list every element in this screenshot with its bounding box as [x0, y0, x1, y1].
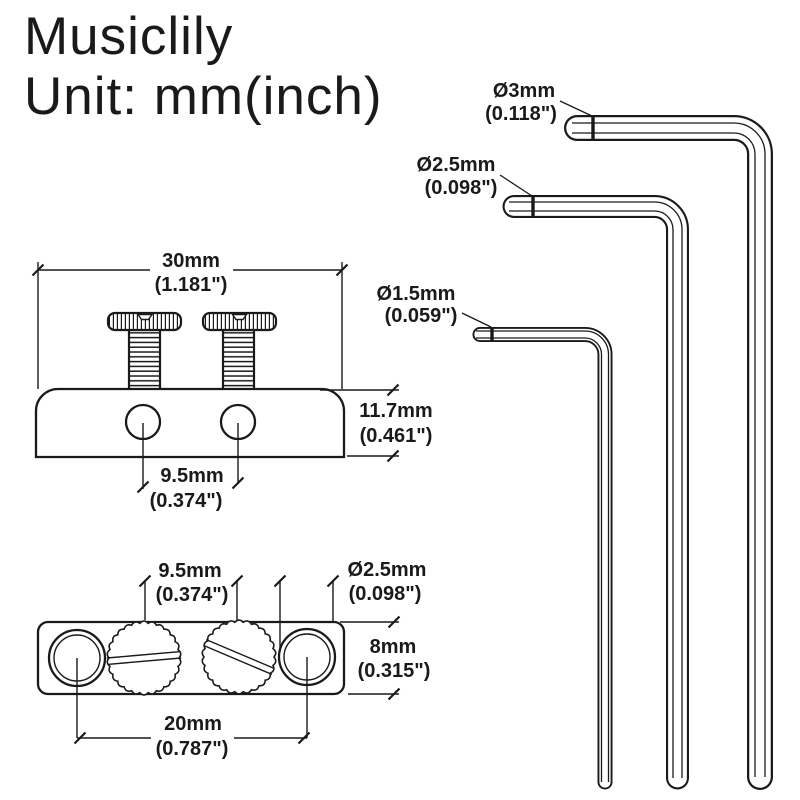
- dimension-screw-spacing-top: 9.5mm (0.374"): [138, 560, 244, 621]
- hex-wrench-3mm: Ø3mm (0.118"): [485, 80, 773, 790]
- screw-slot-notch: [136, 313, 154, 321]
- front-view: 30mm (1.181") 11.7mm (0.461") 9.5mm (0.3…: [31, 250, 433, 512]
- wrench-label-mm: Ø2.5mm: [417, 154, 496, 176]
- dim-label-mm: 11.7mm: [359, 400, 432, 422]
- screw-shaft: [221, 327, 256, 392]
- dim-label-inch: (0.098"): [349, 583, 422, 605]
- dim-label-mm: 8mm: [370, 636, 417, 658]
- wrench-label-mm: Ø3mm: [493, 80, 555, 102]
- hex-wrench-1-5mm: Ø1.5mm (0.059"): [377, 283, 613, 790]
- screw-head: [201, 311, 278, 332]
- screw-slot: [106, 650, 182, 666]
- wrench-label-inch: (0.098"): [425, 177, 498, 199]
- dim-label-mm: Ø2.5mm: [348, 559, 427, 581]
- hex-facet-lines: [509, 201, 683, 778]
- dimension-hole-diameter: Ø2.5mm (0.098"): [273, 559, 427, 649]
- hex-facet-lines: [572, 122, 766, 777]
- dimension-hole-spacing: 9.5mm (0.374"): [136, 423, 245, 512]
- dim-label-inch: (0.315"): [358, 660, 431, 682]
- dim-label-inch: (0.787"): [156, 738, 229, 760]
- dim-label-mm: 30mm: [162, 250, 220, 272]
- unit-note: Unit: mm(inch): [24, 67, 383, 126]
- wrench-label-inch: (0.118"): [485, 103, 557, 125]
- dim-label-inch: (0.461"): [360, 425, 433, 447]
- title-block: Musiclily Unit: mm(inch): [24, 7, 383, 126]
- knurled-head: [201, 619, 277, 695]
- dimension-depth: 8mm (0.315"): [340, 615, 431, 701]
- dim-label-mm: 20mm: [164, 713, 222, 735]
- thumbscrew-left-front: [106, 311, 183, 392]
- screw-shaft: [127, 327, 162, 392]
- knurled-screw-left-top: [106, 620, 182, 696]
- dim-label-inch: (0.374"): [156, 584, 229, 606]
- hex-facet-lines: [476, 330, 610, 782]
- dimension-width: 30mm (1.181"): [31, 250, 349, 389]
- wrench-silhouette: [472, 327, 613, 790]
- wrench-silhouette: [502, 195, 689, 790]
- leader-line: [461, 312, 492, 328]
- leader-line: [559, 100, 593, 117]
- top-view: 9.5mm (0.374") Ø2.5mm (0.098") 8mm (0.31…: [36, 559, 431, 760]
- thumbscrew-right-front: [201, 311, 278, 392]
- screw-slot: [203, 638, 275, 676]
- knurled-head: [106, 620, 182, 696]
- retainer-body-front: [34, 387, 346, 459]
- dim-label-mm: 9.5mm: [160, 465, 223, 487]
- hex-wrench-2-5mm: Ø2.5mm (0.098"): [417, 154, 689, 790]
- dimension-height: 11.7mm (0.461"): [320, 383, 433, 463]
- screw-head: [106, 311, 183, 332]
- screw-slot-notch: [231, 313, 248, 321]
- wrench-label-mm: Ø1.5mm: [377, 283, 456, 305]
- wrench-fill: [566, 117, 771, 788]
- dimension-mount-spacing: 20mm (0.787"): [73, 657, 311, 760]
- dim-label-mm: 9.5mm: [158, 560, 221, 582]
- leader-line: [499, 174, 533, 197]
- knurled-screw-right-top: [201, 619, 277, 695]
- wrench-fill: [474, 328, 611, 788]
- wrench-fill: [504, 197, 687, 788]
- brand-title: Musiclily: [24, 7, 233, 66]
- dim-label-inch: (0.374"): [150, 490, 223, 512]
- dim-label-inch: (1.181"): [155, 274, 228, 296]
- wrench-label-inch: (0.059"): [385, 305, 458, 327]
